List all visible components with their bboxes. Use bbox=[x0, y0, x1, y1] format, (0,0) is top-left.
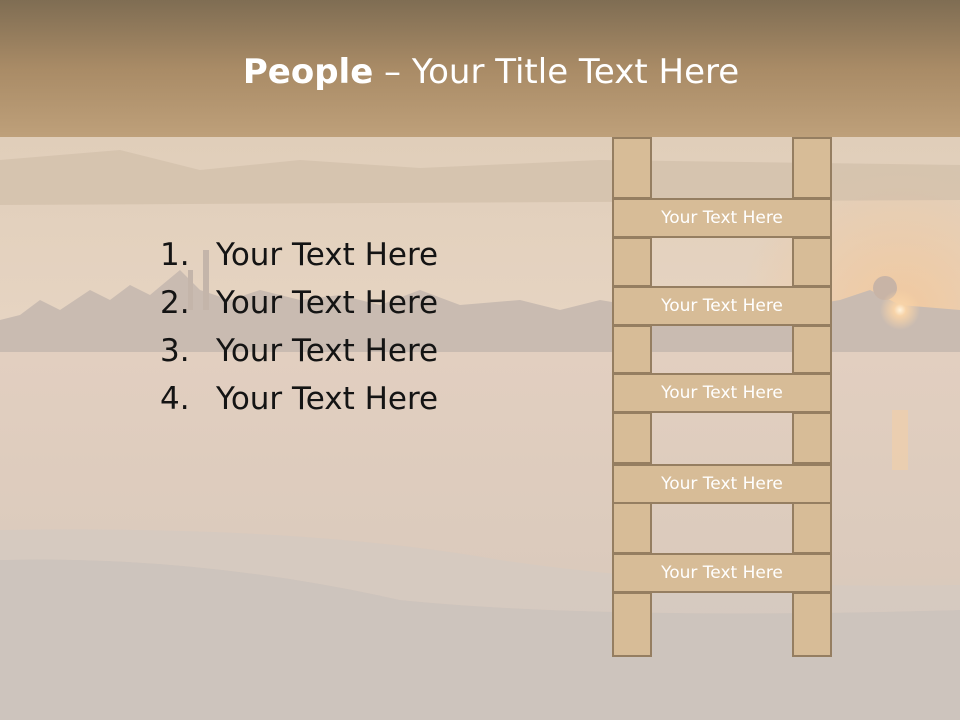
numbered-list: 1. Your Text Here 2. Your Text Here 3. Your… bbox=[160, 234, 438, 426]
list-item-number: 4. bbox=[160, 381, 190, 417]
list-item-text: Your Text Here bbox=[216, 237, 439, 273]
ladder-left-rail-segment bbox=[612, 592, 652, 657]
list-item-number: 1. bbox=[160, 237, 190, 273]
list-item: 4. Your Text Here bbox=[160, 378, 438, 426]
ladder-right-rail-segment bbox=[792, 137, 832, 199]
ladder-rung-3: Your Text Here bbox=[612, 373, 832, 413]
list-item: 1. Your Text Here bbox=[160, 234, 438, 282]
slide-title-bold: People bbox=[242, 52, 374, 92]
slide-title-rest: – Your Title Text Here bbox=[373, 52, 740, 92]
list-item-text: Your Text Here bbox=[216, 285, 439, 321]
ladder-rung-4: Your Text Here bbox=[612, 464, 832, 504]
list-item-number: 3. bbox=[160, 333, 190, 369]
ladder-left-rail-segment bbox=[612, 137, 652, 199]
list-item-text: Your Text Here bbox=[216, 381, 439, 417]
title-bar bbox=[0, 0, 960, 137]
ladder-rung-5: Your Text Here bbox=[612, 553, 832, 593]
list-item-number: 2. bbox=[160, 285, 190, 321]
ladder-left-rail-segment bbox=[612, 325, 652, 374]
ladder-right-rail-segment bbox=[792, 502, 832, 554]
ladder-left-rail-segment bbox=[612, 237, 652, 287]
ladder-right-rail-segment bbox=[792, 325, 832, 374]
ladder-right-rail-segment bbox=[792, 412, 832, 464]
ladder-left-rail-segment bbox=[612, 502, 652, 554]
ladder-left-rail-segment bbox=[612, 412, 652, 464]
ladder-right-rail-segment bbox=[792, 237, 832, 287]
ladder-rung-1: Your Text Here bbox=[612, 198, 832, 238]
ladder-rung-2: Your Text Here bbox=[612, 286, 832, 326]
list-item: 3. Your Text Here bbox=[160, 330, 438, 378]
ladder-right-rail-segment bbox=[792, 592, 832, 657]
list-item: 2. Your Text Here bbox=[160, 282, 438, 330]
list-item-text: Your Text Here bbox=[216, 333, 439, 369]
slide-title: People – Your Title Text Here bbox=[0, 52, 960, 92]
